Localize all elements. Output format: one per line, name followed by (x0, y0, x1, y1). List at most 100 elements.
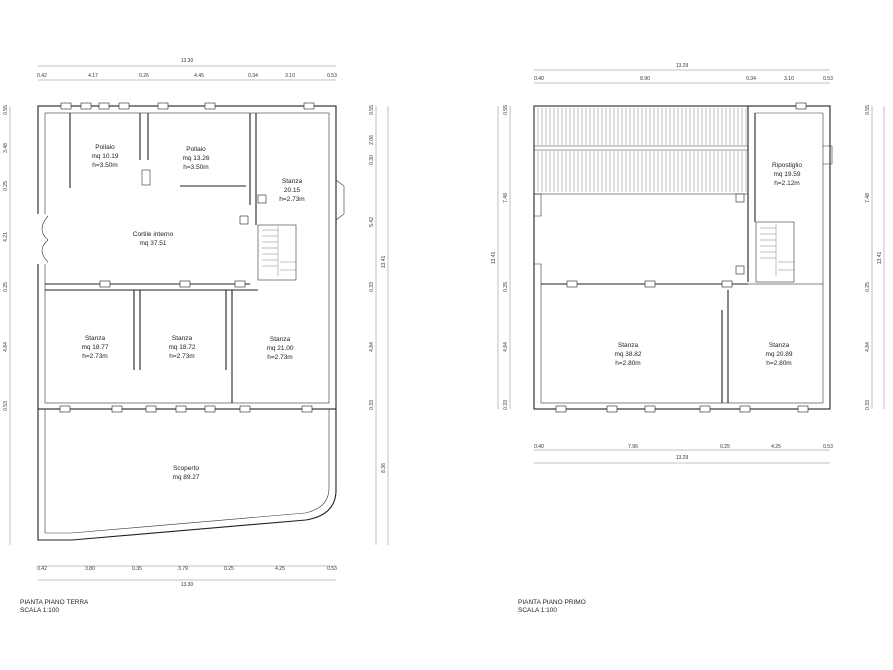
dimension-label: 0.25 (3, 181, 9, 191)
room-height: h=2.73m (82, 353, 107, 360)
ground-floor-scale: SCALA 1:100 (20, 607, 59, 614)
dimension-label: 13.41 (491, 252, 497, 265)
room-name: Pollaio (186, 146, 206, 153)
ground-floor-caption: PIANTA PIANO TERRA (20, 599, 89, 606)
ground-dimension-lines (9, 65, 389, 581)
ground-floor-plan: Pollaio mq 10.19 h=3.50m Pollaio mq 13.2… (3, 58, 389, 614)
dimension-label: 3.80 (85, 566, 95, 572)
dimension-label: 0.55 (503, 105, 509, 115)
room-area: mq 38.82 (614, 351, 641, 358)
dimension-label: 13.30 (181, 582, 194, 588)
dimension-label: 13.41 (877, 252, 883, 265)
room-area: mq 20.89 (765, 351, 792, 358)
dimension-label: 3.79 (178, 566, 188, 572)
dimension-label: 0.40 (534, 444, 544, 450)
room-name: Scoperto (173, 465, 199, 472)
room-name: Cortile interno (133, 231, 174, 238)
room-height: h=2.12m (774, 180, 799, 187)
dimension-label: 4.84 (369, 342, 375, 352)
dimension-label: 13.41 (381, 256, 387, 269)
dimension-label: 7.96 (628, 444, 638, 450)
dimension-label: 4.17 (88, 73, 98, 79)
dimension-label: 7.48 (865, 193, 871, 203)
room-height: h=2.80m (766, 360, 791, 367)
room-height: h=2.73m (169, 353, 194, 360)
room-height: h=2.73m (279, 196, 304, 203)
dimension-label: 0.35 (132, 566, 142, 572)
first-right-bay (823, 145, 833, 165)
dimension-label: 0.55 (3, 105, 9, 115)
room-name: Stanza (618, 342, 639, 349)
room-name: Ripostiglio (772, 162, 802, 169)
dimension-label: 0.30 (369, 155, 375, 165)
dimension-label: 13.29 (676, 63, 689, 69)
dimension-label: 0.53 (327, 73, 337, 79)
dimension-label: 2.06 (369, 135, 375, 145)
room-area: mq 21.00 (266, 345, 293, 352)
ground-right-bay (335, 179, 345, 221)
dimension-label: 0.25 (224, 566, 234, 572)
dimension-label: 0.42 (37, 566, 47, 572)
room-height: h=3.50m (183, 164, 208, 171)
dimension-label: 0.33 (369, 400, 375, 410)
dimension-label: 0.53 (3, 401, 9, 411)
dimension-label: 8.36 (381, 463, 387, 473)
dimension-label: 0.53 (823, 444, 833, 450)
pillar (141, 169, 151, 186)
dimension-label: 0.55 (369, 105, 375, 115)
first-floor-plan: Ripostiglio mq 19.59 h=2.12m Stanza mq 3… (491, 63, 885, 614)
dimension-label: 0.25 (720, 444, 730, 450)
dimension-label: 4.25 (275, 566, 285, 572)
first-staircase (755, 221, 795, 283)
dimension-label: 4.25 (771, 444, 781, 450)
room-area: mq 18.72 (168, 344, 195, 351)
ground-staircase (257, 224, 297, 281)
first-floor-caption: PIANTA PIANO PRIMO (518, 599, 586, 606)
scoperto-outline (37, 409, 337, 541)
room-name: Pollaio (95, 144, 115, 151)
dimension-label: 0.26 (139, 73, 149, 79)
room-area: mq 19.59 (773, 171, 800, 178)
dimension-label: 0.25 (503, 282, 509, 292)
room-name: Stanza (769, 342, 790, 349)
room-height: h=2.80m (615, 360, 640, 367)
dimension-label: 0.33 (503, 400, 509, 410)
dimension-label: 0.34 (746, 76, 756, 82)
scoperto-inner-outline (44, 409, 330, 534)
dimension-label: 0.55 (865, 105, 871, 115)
ground-entrance-door (41, 215, 49, 263)
room-name: Stanza (270, 336, 291, 343)
dimension-label: 0.33 (369, 282, 375, 292)
room-name: Stanza (172, 335, 193, 342)
room-area: mq 13.26 (182, 155, 209, 162)
dimension-label: 0.53 (327, 566, 337, 572)
room-name: Stanza (282, 178, 303, 185)
ground-entrance-gap (36, 214, 48, 264)
dimension-label: 0.34 (248, 73, 258, 79)
dimension-label: 4.84 (3, 342, 9, 352)
room-height: h=3.50m (92, 162, 117, 169)
room-area: mq 10.19 (91, 153, 118, 160)
first-floor-scale: SCALA 1:100 (518, 607, 557, 614)
dimension-label: 0.33 (865, 400, 871, 410)
dimension-label: 7.48 (503, 193, 509, 203)
dimension-label: 0.40 (534, 76, 544, 82)
dimension-label: 3.48 (3, 143, 9, 153)
dimension-label: 4.21 (3, 232, 9, 242)
dimension-label: 0.25 (865, 282, 871, 292)
roof-hatch-area (533, 105, 749, 195)
dimension-label: 4.84 (865, 342, 871, 352)
left-wall-segment (534, 193, 542, 284)
dimension-label: 4.84 (503, 342, 509, 352)
dimension-label: 8.90 (640, 76, 650, 82)
ground-windows (59, 102, 315, 413)
dimension-label: 5.42 (369, 217, 375, 227)
room-height: h=2.73m (267, 354, 292, 361)
dimension-label: 4.45 (194, 73, 204, 79)
hatch-lines (537, 108, 747, 192)
room-area: 20.15 (284, 187, 301, 194)
dimension-label: 3.10 (285, 73, 295, 79)
room-name: Stanza (85, 335, 106, 342)
first-dimension-lines (497, 69, 885, 464)
